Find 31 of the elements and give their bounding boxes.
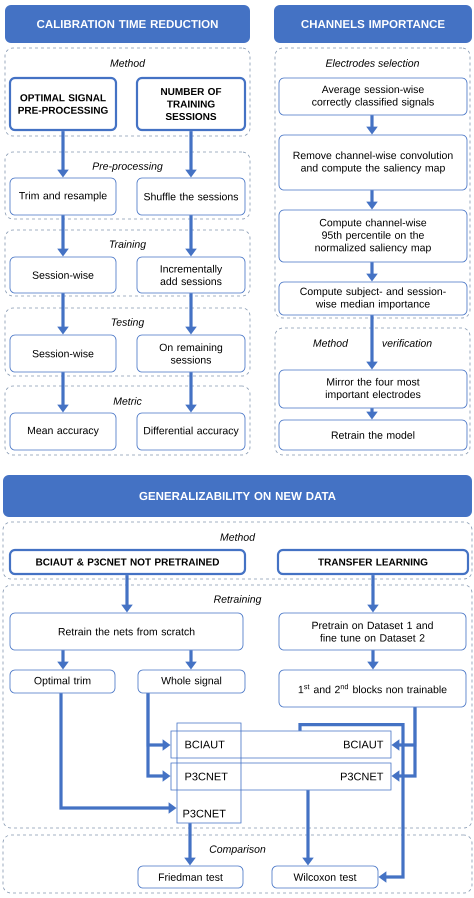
arrow	[298, 723, 405, 883]
process-box: Retrain the nets from scratch	[10, 612, 244, 650]
process-box: Compute subject- and session-wise median importance	[278, 282, 468, 316]
process-box: Shuffle the sessions	[136, 178, 246, 216]
process-box: Average session-wise correctly classified signals	[278, 78, 468, 116]
process-box: Whole signal	[138, 670, 246, 694]
header-banner: GENERALIZABILITY ON NEW DATA	[3, 475, 472, 517]
header-banner: CALIBRATION TIME REDUCTION	[5, 5, 250, 44]
method-box: NUMBER OF TRAINING SESSIONS	[136, 76, 246, 132]
process-box: Compute channel-wise 95th percentile on the normalized saliency map	[278, 210, 468, 262]
process-box: Remove channel-wise convolution and compute the saliency map	[278, 134, 468, 190]
process-box: Differential accuracy	[136, 412, 246, 450]
model-row-box: BCIAUT BCIAUT	[170, 730, 392, 758]
process-box: Mirror the four most important electrodes	[278, 370, 468, 408]
process-box: Session-wise	[10, 334, 116, 372]
process-box: Optimal trim	[10, 670, 116, 694]
process-box: 1$^{st}$ and 2$^{nd}$ blocks non trainable	[278, 670, 466, 708]
method-box: BCIAUT & P3CNET NOT PRETRAINED	[8, 548, 246, 576]
process-box: Session-wise	[10, 256, 116, 294]
process-box: Retrain the model	[278, 420, 468, 450]
model-row-box: P3CNET P3CNET	[170, 762, 392, 790]
method-box: OPTIMAL SIGNAL PRE-PROCESSING	[8, 76, 118, 132]
process-box: On remaining sessions	[136, 334, 246, 372]
process-box: Pretrain on Dataset 1 and fine tune on Dataset 2	[278, 612, 466, 650]
process-box: Trim and resample	[10, 178, 116, 216]
method-box: TRANSFER LEARNING	[276, 548, 470, 576]
process-box: Friedman test	[138, 866, 244, 888]
process-box: Wilcoxon test	[272, 866, 378, 888]
process-box: Mean accuracy	[10, 412, 116, 450]
header-banner: CHANNELS IMPORTANCE	[274, 5, 472, 44]
process-box: Incrementally add sessions	[136, 256, 246, 294]
